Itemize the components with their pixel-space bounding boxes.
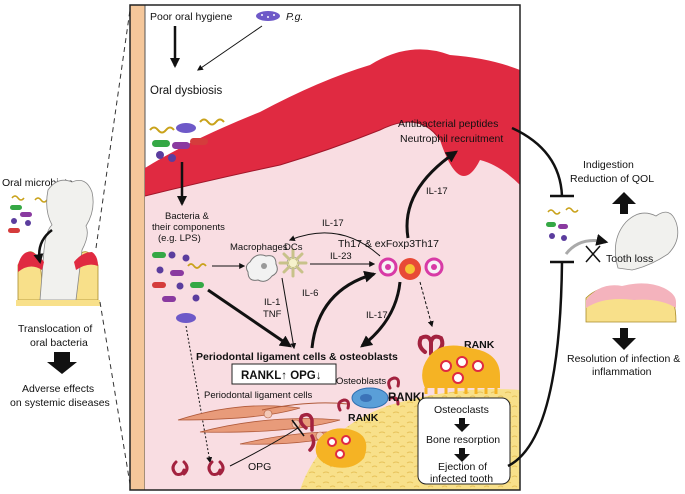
lost-tooth-icon <box>614 211 679 271</box>
zoom-line-top <box>95 9 131 249</box>
rank-top-label: RANK <box>464 339 495 351</box>
pdl-cells-label: Periodontal ligament cells <box>204 390 313 401</box>
osteoclasts-label: Osteoclasts <box>434 404 489 416</box>
antibacterial-label-1: Antibacterial peptides <box>398 118 498 130</box>
macrophage-icon <box>245 254 278 282</box>
bone-resorption-label: Bone resorption <box>426 434 500 446</box>
pg-label: P.g. <box>286 11 303 23</box>
central-frame <box>129 4 521 491</box>
left-bacteria-icon <box>8 195 48 233</box>
il17-up-arrow <box>405 150 458 239</box>
right-bacteria-icon <box>546 207 579 241</box>
ejection-label-2: infected tooth <box>430 473 493 485</box>
tooth-loss-cross <box>585 245 601 263</box>
bacteria-to-plo-arrow <box>207 288 292 348</box>
osteoclast-flow-box <box>417 397 511 485</box>
il6-arrow <box>310 270 377 349</box>
central-panel: Poor oral hygiene P.g. Oral dysbiosis Ba… <box>129 4 521 491</box>
osteoclast-top-icon <box>422 345 500 394</box>
rankl-label: RANKL <box>388 392 428 404</box>
flow-arrow-2 <box>454 448 470 462</box>
flow-arrow-1 <box>454 418 470 432</box>
rankl-opg-label: RANKL↑ OPG↓ <box>241 370 322 382</box>
il17-top-label: IL-17 <box>322 218 344 229</box>
dc-icon <box>278 248 308 278</box>
ejection-inhibit-curve <box>507 261 564 468</box>
oral-dysbiosis-label: Oral dysbiosis <box>150 85 222 97</box>
tooth-loss-label: Tooth loss <box>606 253 653 265</box>
healed-gum-icon <box>585 283 677 323</box>
gum-bacteria-icon <box>149 118 225 162</box>
left-panel: Oral microbiota Translocation of oral ba… <box>2 177 110 409</box>
right-panel: Indigestion Reduction of QOL Tooth loss … <box>546 159 680 378</box>
il6-label: IL-6 <box>302 288 318 299</box>
up-arrow-qol <box>612 192 636 214</box>
resolution-label-2: inflammation <box>592 366 652 378</box>
gingiva <box>145 49 520 196</box>
pg-arrow <box>197 25 263 71</box>
rank-bottom-label: RANK <box>348 412 379 424</box>
tissue-bacteria-icon <box>152 251 207 323</box>
tooth-root-strip <box>129 4 146 491</box>
il1-tnf-arrow <box>281 277 297 350</box>
ejection-label-1: Ejection of <box>438 461 487 473</box>
down-arrow-resolution <box>612 328 636 350</box>
antibacterial-label-2: Neutrophil recruitment <box>400 133 503 145</box>
pg-opg-dotted-arrow <box>185 325 213 464</box>
bacteria-label-3: (e.g. LPS) <box>158 233 201 244</box>
opg-inhibit-line <box>229 427 299 467</box>
opg-protein-icon <box>171 460 225 476</box>
dcs-label: DCs <box>284 242 303 253</box>
bacteria-label-1: Bacteria & <box>165 211 209 222</box>
adverse-label-1: Adverse effects <box>22 383 94 395</box>
translocation-label-2: oral bacteria <box>30 337 88 349</box>
bacteria-label-2: their components <box>152 222 225 233</box>
th17-rankl-dashed-arrow <box>419 281 434 328</box>
plo-cells-label: Periodontal ligament cells & osteoblasts <box>196 351 398 363</box>
il17-mid-arrow <box>360 281 402 348</box>
tnf-label: TNF <box>263 309 282 320</box>
gingiva-edge <box>144 121 441 197</box>
il17-mid-label: IL-17 <box>366 310 388 321</box>
macrophages-label: Macrophages <box>230 242 288 253</box>
left-down-arrow <box>47 352 77 374</box>
resolution-label-1: Resolution of infection & <box>567 353 680 365</box>
tooth-loss-arrow <box>564 233 609 255</box>
il17-upper-label: IL-17 <box>426 186 448 197</box>
poor-oral-hygiene-label: Poor oral hygiene <box>150 11 232 23</box>
opg-inhibit-bar <box>291 419 305 437</box>
translocation-label-1: Translocation of <box>18 323 92 335</box>
il1-label: IL-1 <box>264 297 280 308</box>
osteoblast-icon <box>351 376 400 409</box>
il17-feedback-arrow <box>288 232 381 257</box>
indigestion-label: Indigestion <box>583 159 634 171</box>
adverse-label-2: on systemic diseases <box>10 397 110 409</box>
pg-bacterium-icon <box>256 11 280 21</box>
th17-label: Th17 & exFoxp3Th17 <box>338 238 439 250</box>
left-tooth-illustration <box>16 179 100 306</box>
th17-cells-icon <box>378 257 444 280</box>
il23-label: IL-23 <box>330 251 352 262</box>
opg-label: OPG <box>248 461 271 473</box>
osteoclast-bottom-icon <box>298 412 367 468</box>
rankl-opg-box <box>231 363 337 385</box>
reduction-qol-label: Reduction of QOL <box>570 173 654 185</box>
osteoblasts-label: Osteoblasts <box>336 376 386 387</box>
antibacterial-inhibit-curve <box>511 126 564 197</box>
zoom-line-bottom <box>99 301 131 485</box>
